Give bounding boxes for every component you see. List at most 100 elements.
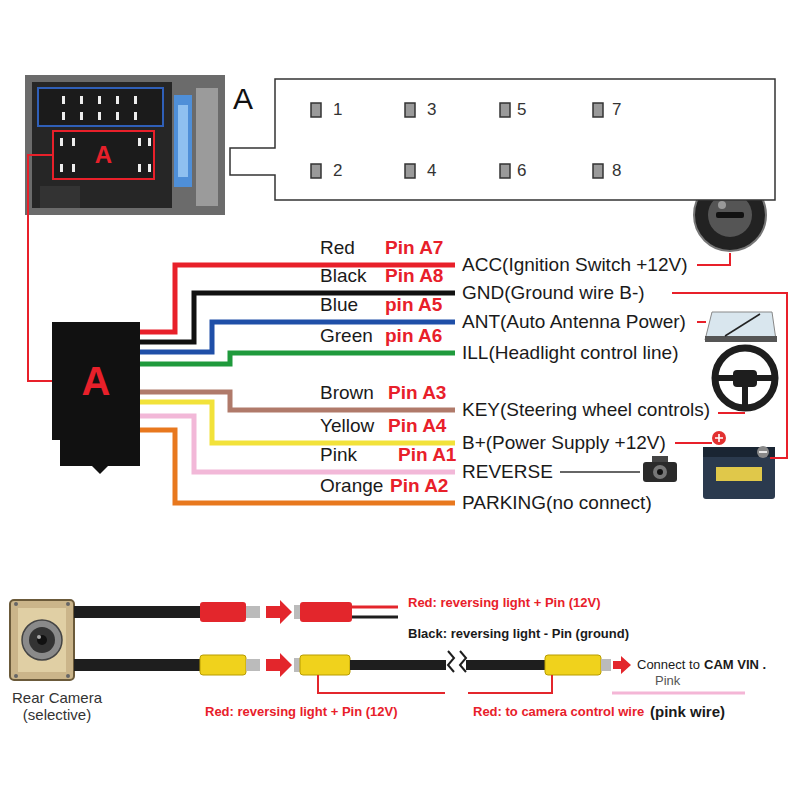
connector-housing xyxy=(25,75,225,215)
minus-symbol xyxy=(759,451,767,453)
connector-letter: A xyxy=(82,359,111,403)
fuse xyxy=(178,105,188,177)
pin-socket xyxy=(405,103,415,117)
wire-color: Pink xyxy=(320,445,357,466)
panel-outline xyxy=(228,78,778,203)
panel-outline xyxy=(230,79,775,200)
leader-line xyxy=(560,471,640,473)
connector-cavity: A xyxy=(52,130,155,180)
camera-lens xyxy=(37,635,47,645)
fuse xyxy=(174,95,192,187)
wiring-note: (pink wire) xyxy=(650,704,725,721)
pin-number: 5 xyxy=(517,101,526,120)
camera-lens xyxy=(657,469,663,475)
blue-wire xyxy=(138,322,455,352)
video-cable xyxy=(74,659,200,671)
pin-number: 1 xyxy=(333,101,342,120)
pin-number: 4 xyxy=(427,162,436,181)
battery-lid xyxy=(703,447,775,457)
plug-tip xyxy=(246,606,260,618)
rear-camera-face xyxy=(18,608,66,672)
pin-socket xyxy=(500,103,510,117)
key-highlight xyxy=(718,201,726,209)
pin-name: Pin A7 xyxy=(385,238,443,259)
connector-pins xyxy=(60,138,151,172)
steering-spoke xyxy=(742,385,748,408)
wire-color: Yellow xyxy=(320,416,374,437)
signal-name: REVERSE xyxy=(462,462,553,483)
leader-line xyxy=(697,253,730,265)
yellow-plug xyxy=(200,655,246,675)
pin-socket xyxy=(405,164,415,178)
plug-tip xyxy=(601,659,611,671)
connector-pins xyxy=(62,96,137,120)
reverse-camera xyxy=(643,462,677,482)
pin-number: 8 xyxy=(612,162,621,181)
power-cable xyxy=(74,606,200,618)
steering-hub xyxy=(733,370,757,387)
ground-line xyxy=(672,293,787,458)
signal-name: GND(Ground wire B-) xyxy=(462,283,645,304)
camera-lens xyxy=(22,620,62,660)
battery-sticker xyxy=(716,467,762,481)
red-socket xyxy=(300,602,352,622)
camera-screws xyxy=(14,602,70,678)
camera-lens xyxy=(29,627,55,653)
green-wire xyxy=(138,353,455,364)
pin-number: 7 xyxy=(612,101,621,120)
pin-number: 2 xyxy=(333,162,342,181)
plus-symbol xyxy=(715,434,723,442)
black-lead xyxy=(352,616,398,619)
yellow-wire xyxy=(138,402,455,443)
wire-color: Brown xyxy=(320,383,374,404)
connection-note: Connect to xyxy=(637,658,700,672)
arrow-symbol xyxy=(613,656,631,674)
extension-cable xyxy=(466,660,545,670)
camera-lens xyxy=(653,465,667,479)
pin-number: 3 xyxy=(427,101,436,120)
leader-line xyxy=(697,321,706,323)
red-trigger-wire xyxy=(318,675,445,693)
device-label: Rear Camera (selective) xyxy=(5,690,109,723)
pin-name: Pin A8 xyxy=(385,266,443,287)
red-lead xyxy=(352,606,398,609)
connector-letter: A xyxy=(95,142,112,168)
red-plug xyxy=(200,602,246,622)
pin-name: Pin A2 xyxy=(390,476,448,497)
harness-box-notch xyxy=(92,466,108,474)
connector-row xyxy=(38,88,163,126)
steering-wheel xyxy=(715,348,775,408)
negative-terminal xyxy=(757,446,769,458)
wire-color: Orange xyxy=(320,476,383,497)
harness-box: A xyxy=(52,322,140,440)
pin-name: pin A6 xyxy=(385,326,442,347)
battery xyxy=(703,447,775,499)
signal-name: KEY(Steering wheel controls) xyxy=(462,400,710,421)
pin-socket xyxy=(593,164,603,178)
wire-color: Black xyxy=(320,266,366,287)
arrow-symbol xyxy=(266,653,292,677)
wiring-note: Red: reversing light + Pin (12V) xyxy=(408,596,601,610)
pinout-panel: A13572468 xyxy=(228,78,778,203)
signal-name: ANT(Auto Antenna Power) xyxy=(462,312,686,333)
break-mark xyxy=(448,651,466,672)
harness-link xyxy=(28,155,52,381)
wiring-note: Black: reversing light - Pin (ground) xyxy=(408,627,629,641)
yellow-plug xyxy=(545,655,601,675)
connector-cavity xyxy=(52,130,155,180)
key-slot xyxy=(716,212,744,218)
pin-socket xyxy=(500,164,510,178)
pin-name: pin A5 xyxy=(385,295,442,316)
positive-terminal xyxy=(712,431,726,445)
pin-socket xyxy=(311,103,321,117)
edge-group xyxy=(28,155,52,381)
orange-wire xyxy=(138,430,455,503)
wire-color: Blue xyxy=(320,295,358,316)
leader-line xyxy=(675,442,712,444)
connector-body xyxy=(32,82,172,208)
camera-mount xyxy=(652,456,668,463)
antenna-picture xyxy=(705,336,777,342)
leader-line xyxy=(718,412,745,414)
pin-name: Pin A4 xyxy=(388,416,446,437)
wire-color: Red xyxy=(320,238,355,259)
